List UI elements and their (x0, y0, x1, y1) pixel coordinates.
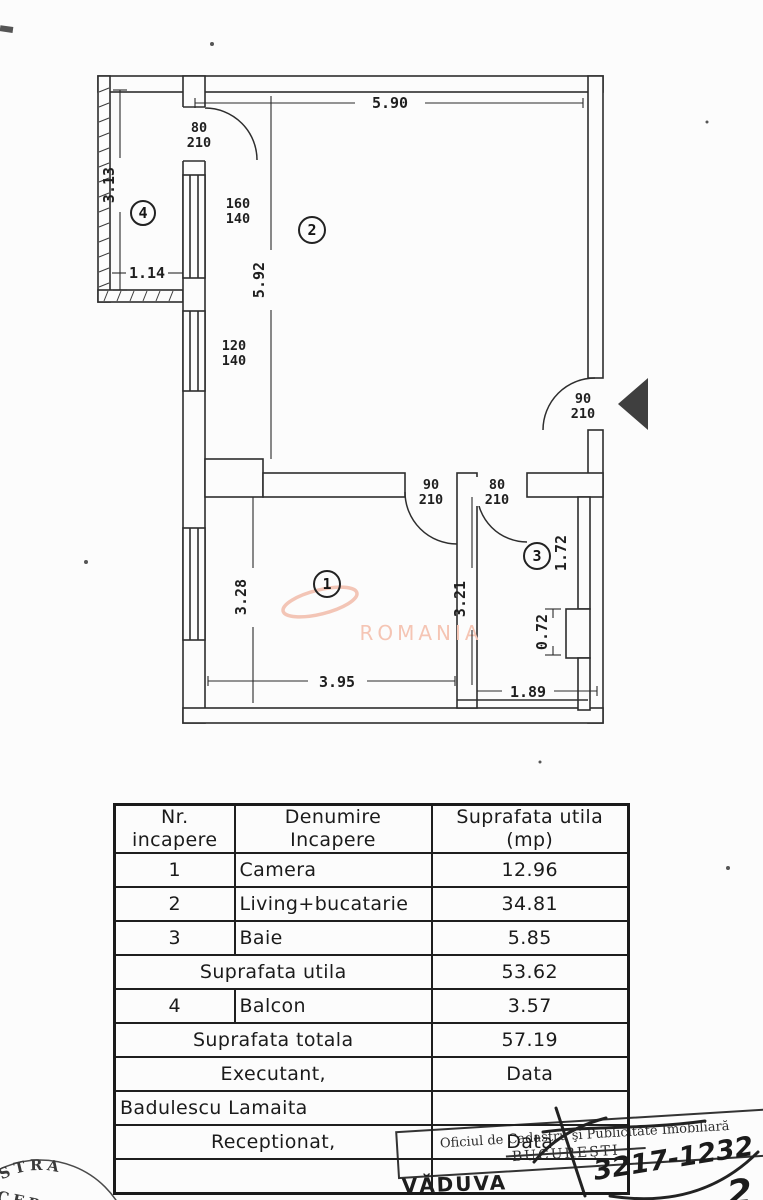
svg-text:4: 4 (138, 204, 147, 222)
balcony-door-arc (204, 107, 258, 161)
living-window-height: 140 (226, 211, 250, 227)
dim-balcony-width: 1.14 (129, 264, 165, 282)
receptionat-label: Receptionat, (113, 1124, 433, 1160)
entrance-arrow-icon (618, 378, 648, 430)
wall-baie-lower (577, 657, 591, 711)
camera-door-arc (404, 491, 458, 545)
dim-niche-height: 1.72 (552, 535, 570, 571)
svg-text:1: 1 (322, 575, 331, 593)
window-living (182, 174, 206, 279)
wall-bottom (182, 707, 604, 724)
executant-label: Executant, (113, 1056, 433, 1092)
subtotal-value: 53.62 (430, 954, 630, 990)
baie-door-width: 80 (489, 477, 505, 493)
row-area: 3.57 (430, 988, 630, 1024)
floor-plan: ROMANIA (97, 75, 648, 724)
row-name: Camera (233, 852, 433, 888)
table-row: 1 Camera 12.96 (113, 852, 630, 888)
opening-labels: 80 210 160 140 120 140 90 210 80 210 90 … (180, 120, 604, 508)
room-living-label: 2 (298, 216, 326, 244)
entry-door-arc (542, 377, 596, 431)
wall-hall-right (526, 472, 604, 498)
living-window-width: 160 (226, 196, 250, 212)
total-row: Suprafata totala 57.19 (113, 1022, 630, 1058)
wall-living-camera-a (204, 458, 264, 498)
row-nr: 3 (113, 920, 236, 956)
row-area: 34.81 (430, 886, 630, 922)
dimension-lines (112, 89, 598, 703)
table-row: 2 Living+bucatarie 34.81 (113, 886, 630, 922)
signature-swoosh (608, 1150, 760, 1200)
row-name: Balcon (233, 988, 433, 1024)
row-area: 12.96 (430, 852, 630, 888)
receptionat-row: Receptionat, Data (113, 1124, 630, 1160)
executant-row: Executant, Data (113, 1056, 630, 1092)
handwritten-initial: 2 (725, 1172, 754, 1200)
dim-camera-height: 3.28 (232, 579, 250, 615)
header-suprafata: Suprafata utila(mp) (430, 803, 630, 854)
row-nr: 1 (113, 852, 236, 888)
header-nr-incapere: Nr.incapere (113, 803, 236, 854)
executant-name-row: Badulescu Lamaita (113, 1090, 630, 1126)
dim-living-width: 5.90 (372, 94, 408, 112)
empty-row (113, 1158, 630, 1195)
baie-door-height: 210 (485, 492, 509, 508)
receptionat-data-label: Data (430, 1124, 630, 1160)
row-name: Baie (233, 920, 433, 956)
executant-name: Badulescu Lamaita (113, 1090, 433, 1126)
wall-living-camera-b (262, 472, 406, 498)
total-label: Suprafata totala (113, 1022, 433, 1058)
dim-living-height: 5.92 (250, 262, 268, 298)
camera-window-width: 120 (222, 338, 246, 354)
dim-balcony-height: 3.13 (100, 167, 118, 203)
watermark-text: ROMANIA (359, 621, 482, 645)
window-camera (182, 527, 206, 641)
wall-top (97, 75, 604, 93)
balcony-door-height: 210 (187, 135, 211, 151)
camera-door-width: 90 (423, 477, 439, 493)
empty-cell (430, 1090, 630, 1126)
camera-door-height: 210 (419, 492, 443, 508)
table-row: 3 Baie 5.85 (113, 920, 630, 956)
empty-cell (430, 1158, 630, 1195)
svg-text:2: 2 (307, 221, 316, 239)
room-baie-label: 3 (523, 542, 551, 570)
watermark-ellipse (281, 585, 359, 619)
row-nr: 4 (113, 988, 236, 1024)
dim-baie-height: 3.21 (451, 581, 469, 617)
empty-cell (113, 1158, 433, 1195)
row-nr: 2 (113, 886, 236, 922)
entry-door-width: 90 (575, 391, 591, 407)
walls (97, 75, 604, 724)
balcony-hatching (98, 87, 174, 302)
executant-data-label: Data (430, 1056, 630, 1092)
camera-window-height: 140 (222, 353, 246, 369)
subtotal-row: Suprafata utila 53.62 (113, 954, 630, 990)
dim-camera-width: 3.95 (319, 673, 355, 691)
wall-balcony-bottom (97, 289, 184, 303)
door-openings (182, 106, 604, 429)
room-balcon-label: 4 (130, 200, 156, 226)
dim-niche-depth: 0.72 (533, 614, 551, 650)
balcony-row: 4 Balcon 3.57 (113, 988, 630, 1024)
total-value: 57.19 (430, 1022, 630, 1058)
dim-baie-width: 1.89 (510, 683, 546, 701)
wall-right-upper (587, 75, 604, 379)
window-living-lower (182, 310, 206, 392)
row-name: Living+bucatarie (233, 886, 433, 922)
wall-baie-recess (565, 608, 591, 659)
scan-specks (0, 25, 730, 870)
svg-text:3: 3 (532, 547, 541, 565)
subtotal-label: Suprafata utila (113, 954, 433, 990)
balcony-door-width: 80 (191, 120, 207, 136)
room-camera-label: 1 (313, 570, 341, 598)
row-area: 5.85 (430, 920, 630, 956)
wall-baie-shaft (577, 496, 591, 610)
entry-door-height: 210 (571, 406, 595, 422)
watermark: ROMANIA (281, 585, 482, 645)
